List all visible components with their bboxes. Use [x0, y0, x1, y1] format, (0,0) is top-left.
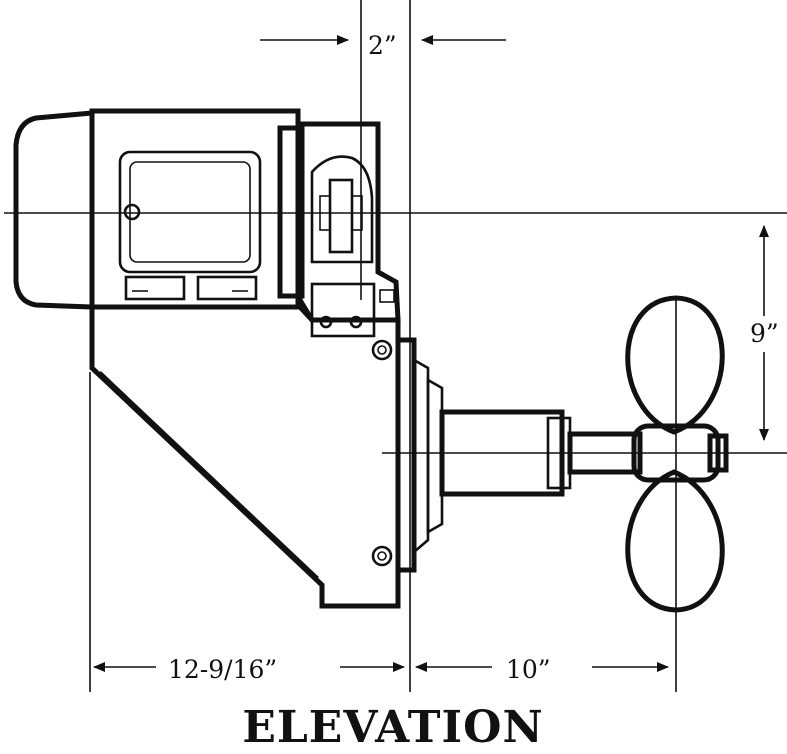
motor-end-cover [13, 110, 95, 310]
coupling-housing-outline [295, 121, 401, 323]
dimension-label-base-length: 12-9/16” [168, 655, 277, 684]
terminal-box-inner [129, 161, 251, 263]
dimension-base-length: 12-9/16” [93, 655, 405, 684]
motor-foot-left [124, 275, 186, 301]
propeller-blade-top [625, 295, 725, 435]
gear-housing [89, 304, 444, 609]
propeller-blade-bottom [625, 469, 725, 613]
gear-housing-outline [89, 304, 401, 609]
mounting-flange [395, 337, 417, 573]
mounting-block [310, 282, 376, 338]
flange-bolt-bottom [371, 545, 393, 567]
coupling-housing [295, 121, 401, 338]
coupling-section [310, 155, 374, 264]
motor-body [89, 108, 301, 310]
dimension-top-offset: 2” [260, 31, 506, 60]
dimension-label-prop-distance: 10” [506, 655, 551, 684]
flange-bolt-top [371, 339, 393, 361]
dimension-label-top-offset: 2” [368, 31, 397, 60]
drawing-title: ELEVATION [242, 702, 543, 753]
terminal-box [118, 150, 262, 274]
motor [13, 108, 305, 310]
reference-lines [4, 0, 787, 692]
dimension-label-shaft-height: 9” [750, 319, 779, 348]
terminal-bolt [123, 203, 141, 221]
dimension-prop-distance: 10” [415, 655, 669, 684]
coupling-hub [328, 178, 354, 254]
dimension-shaft-height: 9” [750, 225, 779, 441]
motor-foot-right [196, 275, 258, 301]
motor-flange [277, 125, 305, 299]
